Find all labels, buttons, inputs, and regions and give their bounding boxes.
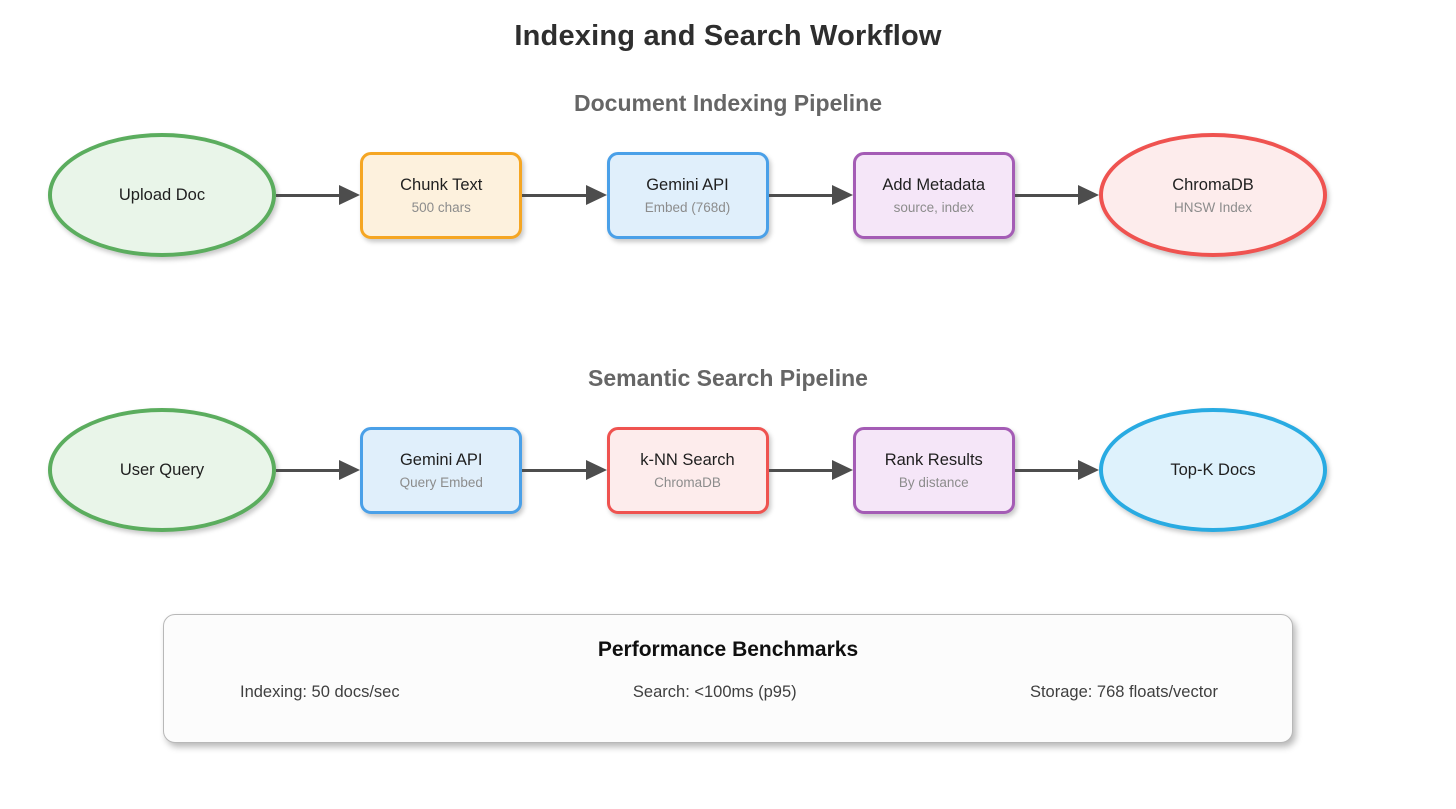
pipeline-row-indexing: Upload Doc Chunk Text 500 chars Gemini API E… [48,131,1327,259]
pipeline-heading-indexing: Document Indexing Pipeline [574,90,882,116]
node-label: User Query [119,460,205,479]
node-label: Rank Results [884,451,983,470]
flow-arrow [1014,185,1099,205]
node-label: Add Metadata [882,176,986,195]
arrow-head-icon [831,460,853,480]
node-label: Chunk Text [400,176,483,195]
node-sublabel: ChromaDB [654,474,721,490]
benchmarks-stats: Indexing: 50 docs/sec Search: <100ms (p9… [164,683,1292,702]
node-top-k-docs: Top-K Docs [1099,408,1327,532]
arrow-line [522,468,586,472]
node-chromadb: ChromaDB HNSW Index [1099,133,1327,257]
pipeline-heading-search: Semantic Search Pipeline [588,365,868,391]
node-user-query: User Query [48,408,276,532]
flow-arrow [522,185,607,205]
node-upload-doc: Upload Doc [48,133,276,257]
flow-arrow [1014,460,1099,480]
arrow-head-icon [339,185,361,205]
performance-benchmarks-panel: Performance Benchmarks Indexing: 50 docs… [163,614,1293,743]
arrow-head-icon [1078,460,1099,480]
node-add-metadata: Add Metadata source, index [852,151,1015,239]
arrow-head-icon [585,185,607,205]
node-sublabel: 500 chars [411,199,471,215]
node-chunk-text: Chunk Text 500 chars [360,151,523,239]
flow-arrow [768,460,853,480]
arrow-head-icon [1078,185,1099,205]
node-rank-results: Rank Results By distance [852,426,1015,514]
benchmarks-title: Performance Benchmarks [597,638,859,661]
node-label: k-NN Search [640,451,735,470]
pipeline-row-search: User Query Gemini API Query Embed k-NN Sear… [48,406,1327,534]
flow-arrow [522,460,607,480]
arrow-line [1014,468,1078,472]
node-label: ChromaDB [1172,176,1254,195]
arrow-head-icon [585,460,607,480]
node-sublabel: By distance [898,474,969,490]
node-sublabel: Query Embed [399,474,483,490]
arrow-line [276,193,340,197]
page-title: Indexing and Search Workflow [514,20,942,52]
arrow-line [522,193,586,197]
arrow-line [768,193,832,197]
arrow-line [768,468,832,472]
node-sublabel: HNSW Index [1173,199,1253,215]
stat-indexing: Indexing: 50 docs/sec [240,683,400,701]
node-sublabel: Embed (768d) [644,199,731,215]
node-label: Gemini API [646,176,729,195]
flow-arrow [276,185,361,205]
arrow-line [1014,193,1078,197]
flow-arrow [768,185,853,205]
node-label: Top-K Docs [1170,460,1256,479]
arrow-head-icon [339,460,361,480]
flow-arrow [276,460,361,480]
stat-storage: Storage: 768 floats/vector [1029,683,1218,701]
stat-search: Search: <100ms (p95) [632,683,797,701]
arrow-line [276,468,340,472]
node-gemini-api: Gemini API Query Embed [360,426,523,514]
node-gemini-api: Gemini API Embed (768d) [606,151,769,239]
node-sublabel: source, index [893,199,974,215]
node-label: Upload Doc [118,185,206,204]
arrow-head-icon [831,185,853,205]
node-label: Gemini API [399,451,483,470]
